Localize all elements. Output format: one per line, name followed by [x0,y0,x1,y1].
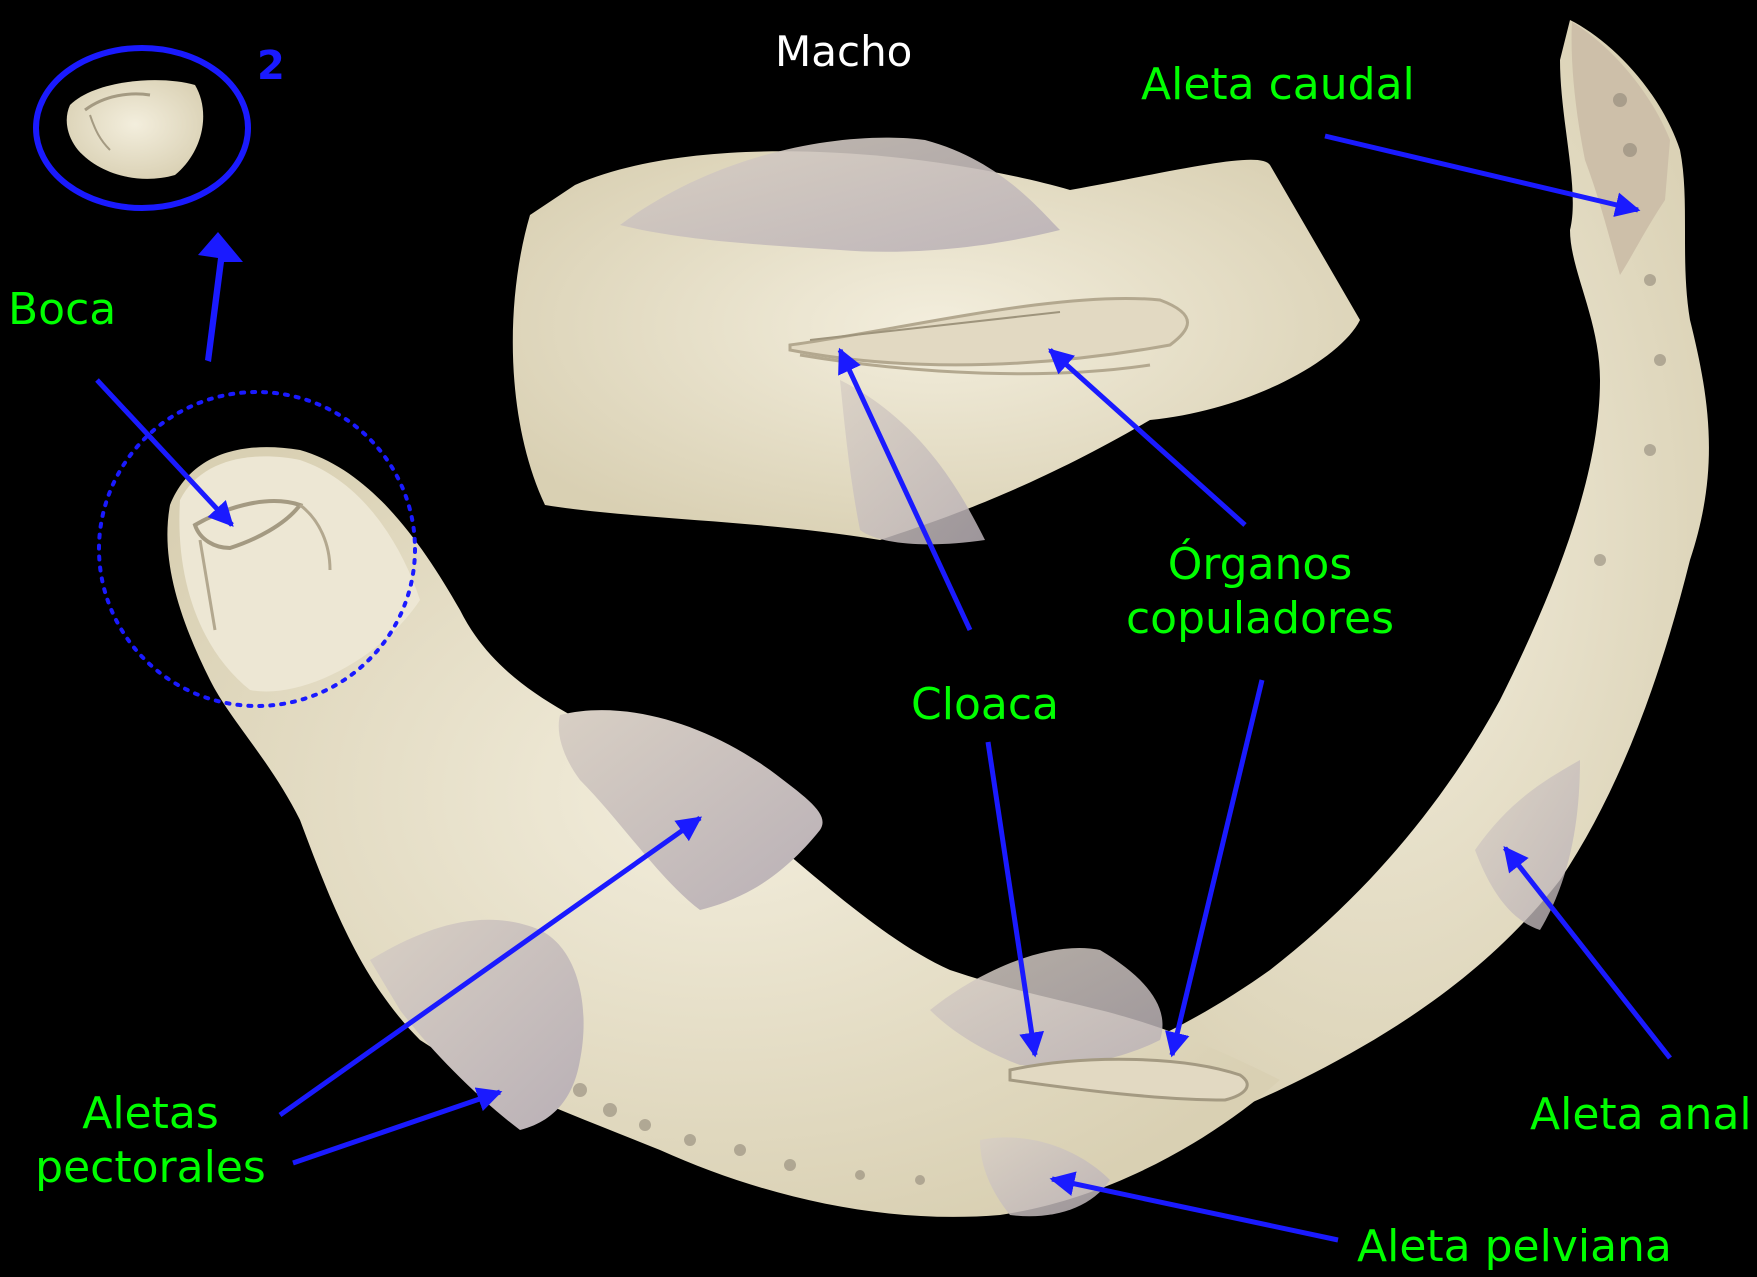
label-organos-copuladores: Órganos copuladores [1125,538,1395,645]
label-aleta-pelviana: Aleta pelviana [1357,1220,1672,1274]
label-pectorales-line2: pectorales [28,1141,273,1195]
figure-title: Macho [775,26,912,77]
label-pectorales-line1: Aletas [28,1087,273,1141]
label-boca: Boca [8,283,116,337]
label-aletas-pectorales: Aletas pectorales [28,1087,273,1194]
label-organos-line2: copuladores [1125,592,1395,646]
label-aleta-caudal: Aleta caudal [1141,58,1415,112]
label-organos-line1: Órganos [1125,538,1395,592]
detail-marker-number: 2 [257,42,285,91]
label-cloaca: Cloaca [911,678,1059,732]
label-aleta-anal: Aleta anal [1530,1088,1752,1142]
